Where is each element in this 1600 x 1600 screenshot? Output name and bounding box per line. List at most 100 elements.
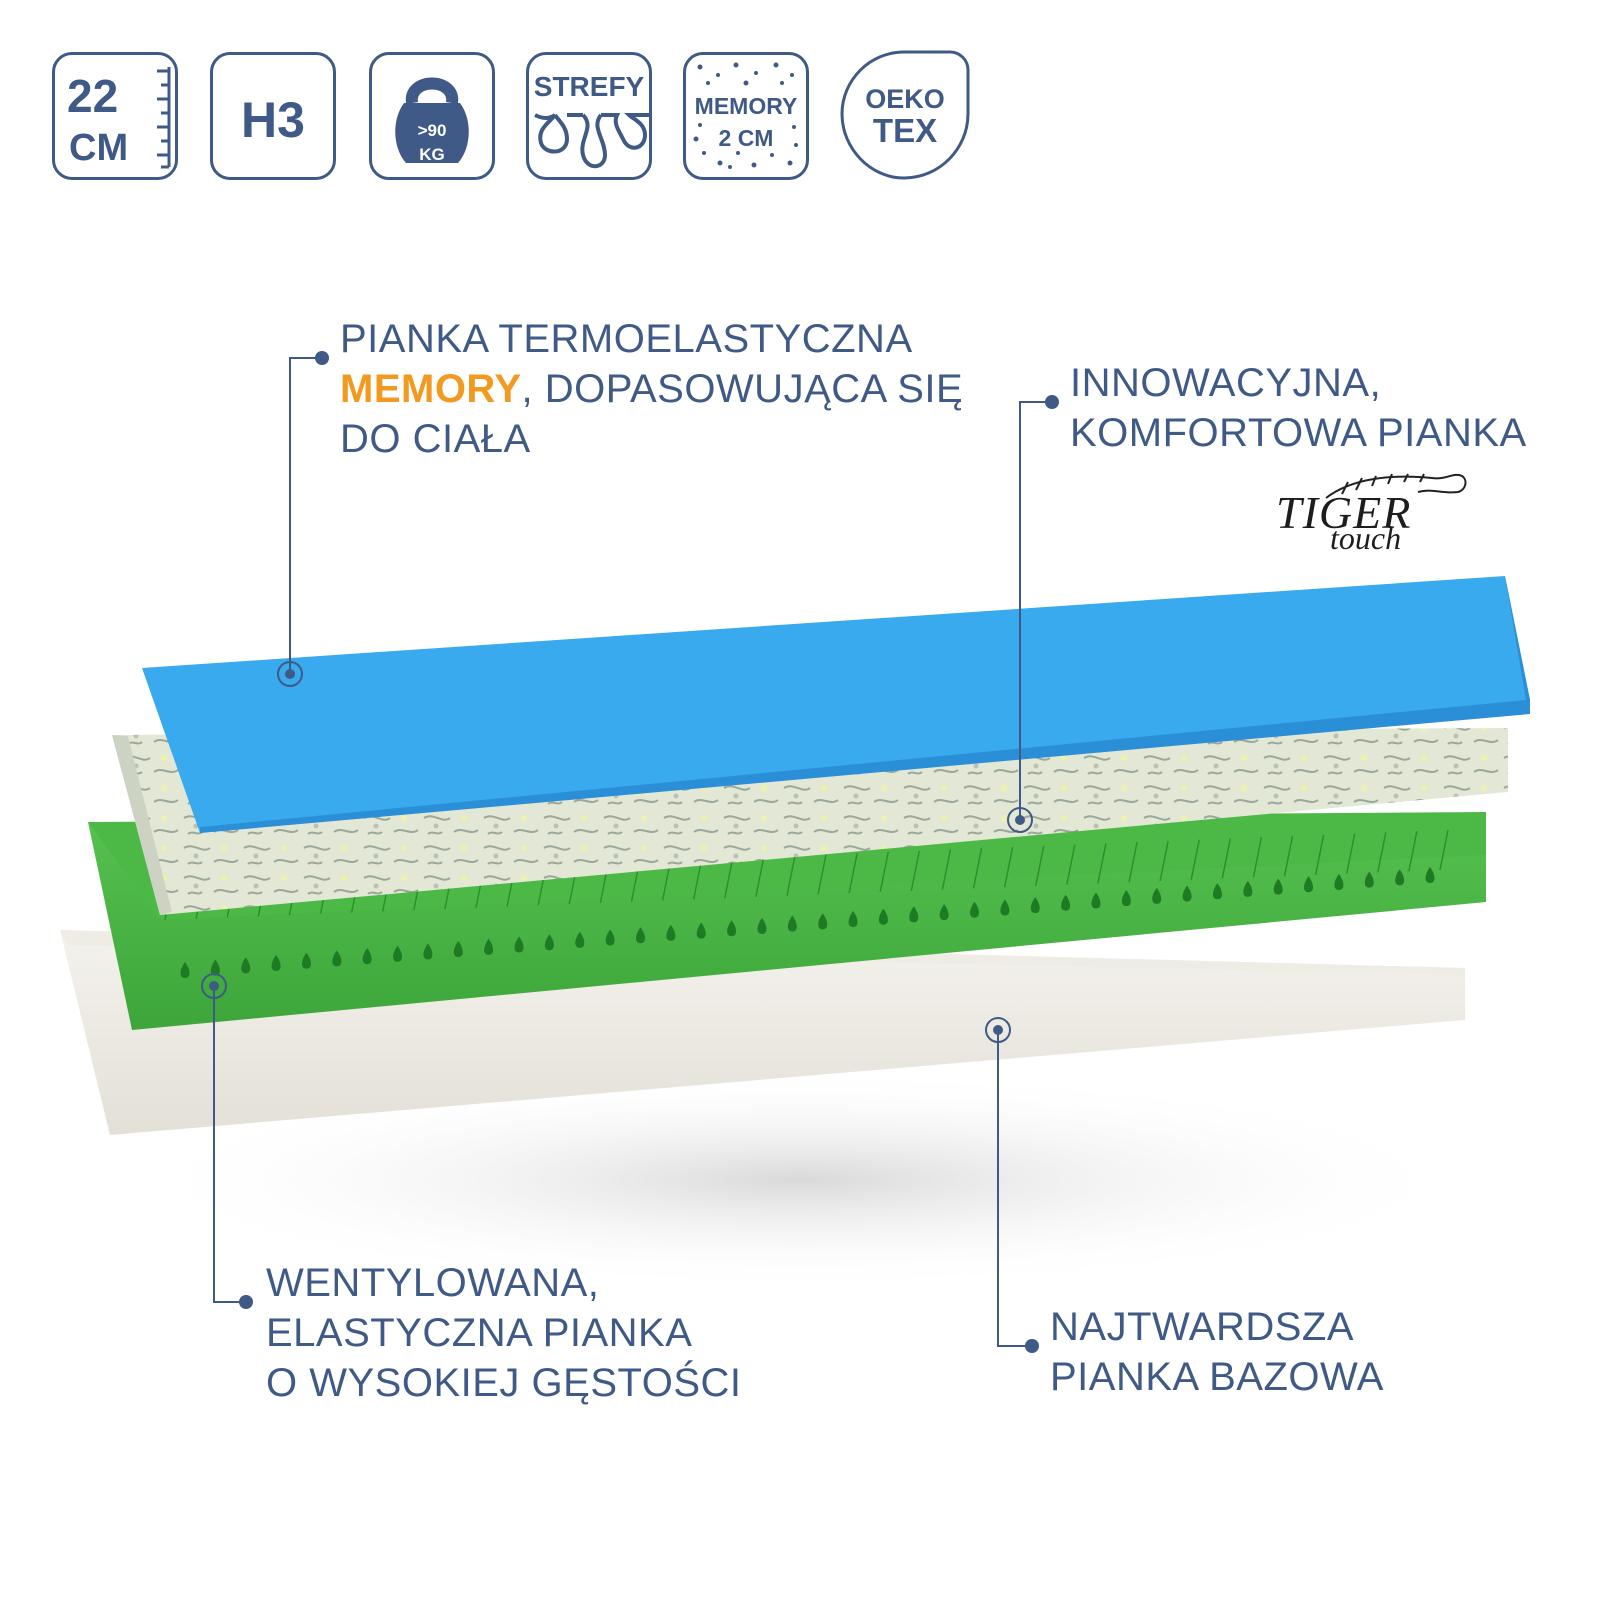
comfort-callout-dot: [1045, 395, 1059, 409]
comfort-callout-line: [1019, 401, 1052, 820]
ventilation-rib: [1159, 840, 1169, 882]
memory-callout-line: [289, 357, 322, 674]
ventilation-hole: [453, 941, 463, 958]
comfort-foam-edge: [112, 735, 172, 915]
ventilation-hole: [1121, 890, 1131, 907]
ventilated-layer-marker: [201, 973, 227, 999]
ventilation-hole: [332, 950, 342, 967]
memory-callout-line1: PIANKA TERMOELASTYCZNA: [340, 317, 913, 361]
ventilation-rib: [692, 859, 703, 900]
ventilation-hole: [484, 938, 494, 955]
comfort-callout-line1: INNOWACYJNA,: [1070, 361, 1382, 405]
ventilated-callout-line3: O WYSOKIEJ GĘSTOŚCI: [266, 1361, 742, 1405]
oeko-tex-badge: OEKO TEX: [840, 50, 970, 180]
ventilation-hole: [605, 929, 615, 946]
zones-badge: STREFY: [526, 52, 652, 180]
firmness-badge: H3: [210, 52, 336, 180]
ventilation-hole: [818, 913, 828, 930]
callout-dots: [239, 351, 1059, 1353]
ventilation-rib: [910, 850, 921, 891]
layer-markers: [201, 661, 1033, 1043]
ventilation-hole: [1334, 873, 1344, 890]
ventilation-rib: [1221, 838, 1232, 879]
firmness-label: H3: [241, 92, 305, 148]
ventilation-hole: [1061, 894, 1071, 911]
ventilation-rib: [941, 849, 952, 890]
ventilation-hole: [635, 927, 645, 944]
ventilation-hole: [362, 948, 372, 965]
ventilation-hole: [241, 957, 251, 974]
ventilation-hole: [909, 906, 919, 923]
base-callout-line2: PIANKA BAZOWA: [1050, 1355, 1384, 1399]
tiger-touch-logo: TIGER touch: [1262, 468, 1472, 560]
memory-badge: MEMORY 2 CM: [683, 52, 809, 180]
zones-drops-icon: [534, 113, 649, 169]
ventilation-hole: [1000, 899, 1010, 916]
memory-accent-word: MEMORY: [340, 367, 522, 411]
ventilation-hole: [301, 952, 311, 969]
ventilation-hole: [727, 920, 737, 937]
ventilation-hole: [666, 924, 676, 941]
base-callout-dot: [1025, 1339, 1039, 1353]
ventilation-hole: [393, 945, 403, 962]
ventilation-hole: [1273, 878, 1283, 895]
ventilation-rib: [972, 848, 983, 889]
ventilation-rib: [1283, 835, 1294, 877]
ventilated-foam-callout: WENTYLOWANA, ELASTYCZNA PIANKA O WYSOKIE…: [266, 1258, 742, 1408]
ventilation-rib: [1408, 831, 1418, 872]
memory-callout-line3: DO CIAŁA: [340, 417, 531, 461]
ventilation-hole: [1152, 887, 1162, 904]
tiger-logo-word: TIGER: [1276, 487, 1412, 538]
ventilation-hole: [575, 931, 585, 948]
ventilation-hole: [1304, 876, 1314, 893]
memory-layer-marker: [277, 661, 303, 687]
comfort-foam-callout: INNOWACYJNA, KOMFORTOWA PIANKA: [1070, 358, 1527, 458]
ventilated-callout-line: [213, 986, 246, 1303]
weight-badge: >90 KG: [369, 52, 495, 180]
ventilation-hole: [544, 934, 554, 951]
ventilation-hole: [514, 936, 524, 953]
ventilation-hole: [271, 955, 281, 972]
ventilation-hole: [970, 901, 980, 918]
ventilation-rib: [786, 855, 796, 896]
ventilation-hole: [423, 943, 433, 960]
ventilation-hole: [1395, 869, 1405, 886]
kettlebell-icon: [395, 77, 469, 163]
comfort-layer-marker: [1007, 807, 1033, 833]
callout-lines: [213, 357, 1052, 1347]
ventilation-hole: [848, 911, 858, 928]
ventilation-rib: [879, 851, 889, 893]
ventilation-rib: [1128, 842, 1138, 883]
memory-label: MEMORY: [694, 93, 798, 119]
ventilation-rib: [1003, 846, 1014, 888]
floor-shadow: [120, 1070, 1480, 1290]
ventilation-hole: [1243, 880, 1253, 897]
height-badge: 22 CM: [52, 52, 178, 180]
weight-limit: >90: [417, 121, 447, 140]
ventilation-rib: [724, 857, 734, 899]
base-layer-marker: [985, 1017, 1011, 1043]
memory-foam-callout: PIANKA TERMOELASTYCZNA MEMORY, DOPASOWUJ…: [340, 314, 963, 464]
ventilation-rib: [1066, 844, 1076, 885]
ventilation-hole: [1425, 867, 1435, 883]
oeko-tex-badge-shape: [840, 50, 970, 180]
ventilation-rib: [1190, 839, 1200, 880]
ventilation-rib: [1314, 834, 1325, 876]
dotted-foam-icon: [693, 62, 798, 169]
ventilation-hole: [1030, 897, 1040, 914]
memory-callout-line2-rest: , DOPASOWUJĄCA SIĘ: [521, 367, 964, 411]
ventilation-hole: [787, 915, 797, 932]
tex-label: TEX: [872, 112, 938, 149]
height-unit: CM: [69, 127, 129, 169]
ventilation-hole: [1212, 883, 1222, 900]
base-callout-line1: NAJTWARDSZA: [1050, 1305, 1355, 1349]
ventilation-rib: [1377, 832, 1387, 873]
ventilation-hole: [878, 908, 888, 925]
ventilation-hole: [757, 917, 767, 934]
tiger-silhouette-icon: [1325, 473, 1467, 499]
ventilation-hole: [180, 962, 190, 978]
ventilated-callout-line2: ELASTYCZNA PIANKA: [266, 1311, 693, 1355]
ventilation-hole: [1364, 871, 1374, 888]
memory-foam-layer: [142, 576, 1530, 833]
